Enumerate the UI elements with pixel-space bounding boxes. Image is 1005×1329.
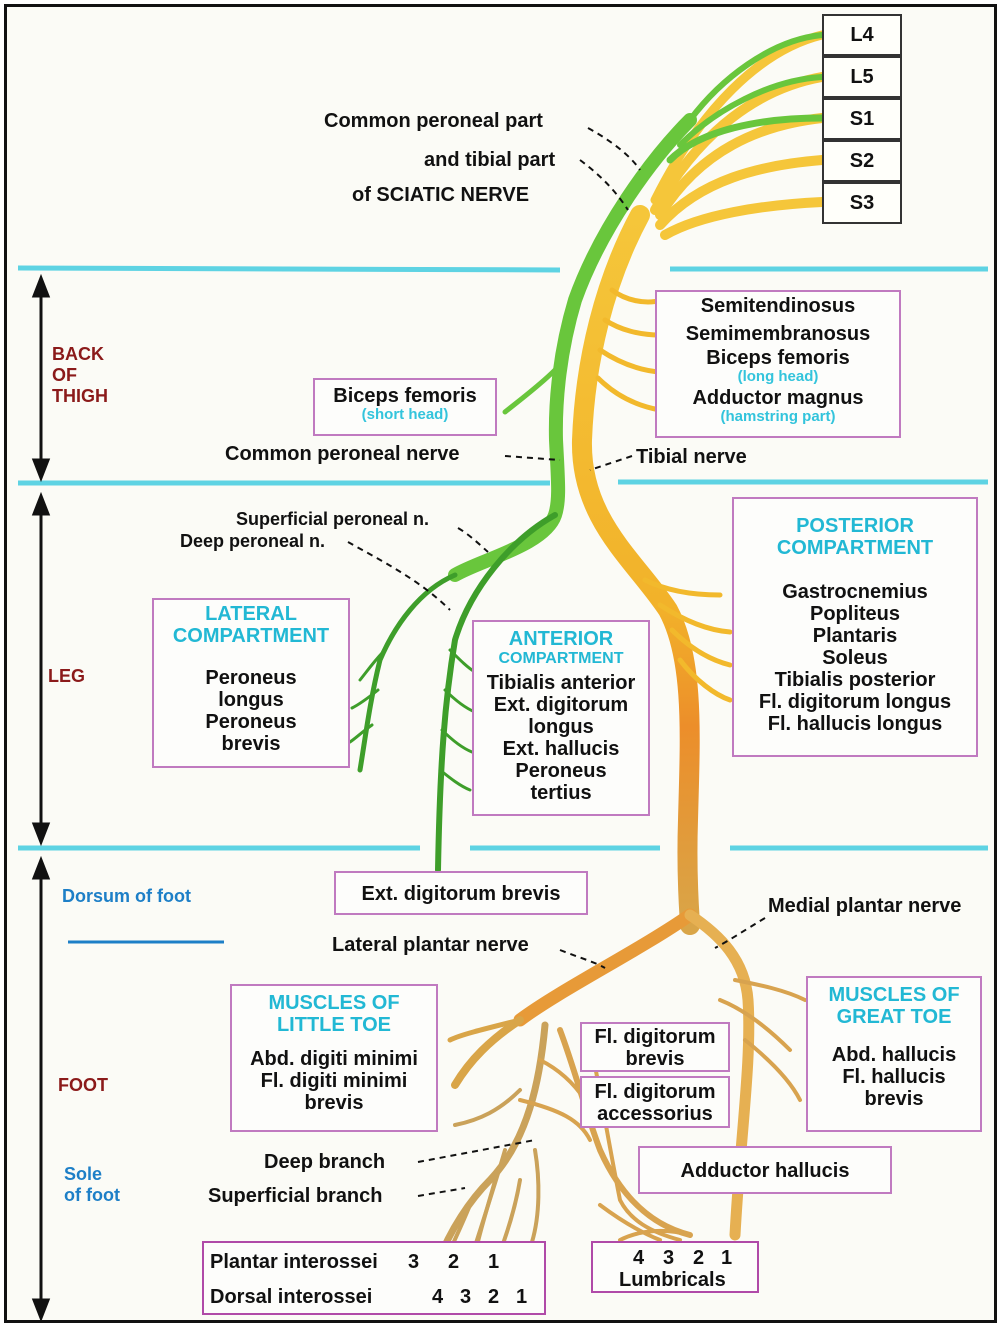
posterior-muscle-5: Tibialis posterior (734, 669, 976, 691)
lateral-muscle-4: brevis (154, 733, 348, 755)
region-sole-of-foot: Sole of foot (64, 1164, 120, 1206)
fl-digitorum-brevis-line1: Fl. digitorum (582, 1026, 728, 1048)
region-foot: FOOT (58, 1075, 108, 1096)
lateral-muscle-2: longus (154, 689, 348, 711)
dorsal-interossei-num-1: 1 (516, 1286, 527, 1308)
little-toe-muscle-3: brevis (232, 1092, 436, 1114)
anterior-muscle-4: Ext. hallucis (474, 738, 648, 760)
interossei-box: Plantar interossei 3 2 1 Dorsal inteross… (202, 1241, 546, 1315)
great-toe-box: MUSCLES OF GREAT TOE Abd. hallucis Fl. h… (806, 976, 982, 1132)
little-toe-title-line2: LITTLE TOE (232, 1014, 436, 1036)
posterior-title-line2: COMPARTMENT (734, 537, 976, 559)
lumbricals-box: 4 3 2 1 Lumbricals (591, 1241, 759, 1293)
label-deep-branch: Deep branch (264, 1151, 385, 1173)
posterior-title-line1: POSTERIOR (734, 515, 976, 537)
label-tibial-nerve: Tibial nerve (636, 446, 747, 468)
label-deep-peroneal: Deep peroneal n. (180, 530, 325, 552)
dorsal-interossei-num-3: 3 (460, 1286, 471, 1308)
thigh-muscles-box: Semitendinosus Semimembranosus Biceps fe… (655, 290, 901, 438)
region-back-of-thigh: BACK OF THIGH (52, 344, 108, 407)
ext-digitorum-brevis-box: Ext. digitorum brevis (334, 871, 588, 915)
dorsal-interossei-num-2: 2 (488, 1286, 499, 1308)
label-superficial-peroneal: Superficial peroneal n. (236, 508, 429, 530)
dorsal-interossei-num-4: 4 (432, 1286, 443, 1308)
posterior-muscle-3: Plantaris (734, 625, 976, 647)
posterior-muscle-4: Soleus (734, 647, 976, 669)
little-toe-box: MUSCLES OF LITTLE TOE Abd. digiti minimi… (230, 984, 438, 1132)
anterior-muscle-6: tertius (474, 782, 648, 804)
ext-digitorum-brevis-label: Ext. digitorum brevis (336, 883, 586, 905)
lumbrical-num-1: 1 (721, 1247, 732, 1269)
root-s3: S3 (822, 182, 902, 224)
lateral-title-line1: LATERAL (154, 603, 348, 625)
root-l4: L4 (822, 14, 902, 56)
lumbricals-label: Lumbricals (619, 1269, 726, 1291)
adductor-hallucis-box: Adductor hallucis (638, 1146, 892, 1194)
plantar-interossei-label: Plantar interossei (210, 1251, 378, 1273)
little-toe-muscle-2: Fl. digiti minimi (232, 1070, 436, 1092)
fl-digitorum-brevis-line2: brevis (582, 1048, 728, 1070)
sciatic-label-line2: and tibial part (424, 149, 555, 171)
root-l5: L5 (822, 56, 902, 98)
anterior-title-line2: COMPARTMENT (474, 650, 648, 668)
fl-digitorum-accessorius-line1: Fl. digitorum (582, 1081, 728, 1103)
anterior-compartment-box: ANTERIOR COMPARTMENT Tibialis anterior E… (472, 620, 650, 816)
muscle-semitendinosus: Semitendinosus (657, 295, 899, 317)
little-toe-title-line1: MUSCLES OF (232, 992, 436, 1014)
sciatic-label-line3: of SCIATIC NERVE (352, 184, 529, 206)
great-toe-title-line1: MUSCLES OF (808, 984, 980, 1006)
lumbrical-num-2: 2 (693, 1247, 704, 1269)
root-s2: S2 (822, 140, 902, 182)
anterior-muscle-1: Tibialis anterior (474, 672, 648, 694)
lateral-muscle-1: Peroneus (154, 667, 348, 689)
posterior-muscle-1: Gastrocnemius (734, 581, 976, 603)
muscle-biceps-femoris: Biceps femoris (657, 347, 899, 369)
posterior-muscle-2: Popliteus (734, 603, 976, 625)
fl-digitorum-brevis-box: Fl. digitorum brevis (580, 1022, 730, 1072)
region-leg: LEG (48, 666, 85, 687)
muscle-semimembranosus: Semimembranosus (657, 323, 899, 345)
band-top-left (18, 268, 560, 270)
label-common-peroneal-nerve: Common peroneal nerve (225, 443, 460, 465)
little-toe-muscle-1: Abd. digiti minimi (232, 1048, 436, 1070)
great-toe-muscle-3: brevis (808, 1088, 980, 1110)
posterior-muscle-6: Fl. digitorum longus (734, 691, 976, 713)
biceps-short-note: (short head) (315, 407, 495, 423)
lateral-muscle-3: Peroneus (154, 711, 348, 733)
plantar-interossei-num-3: 3 (408, 1251, 419, 1273)
region-dorsum-of-foot: Dorsum of foot (62, 886, 191, 907)
anterior-title-line1: ANTERIOR (474, 628, 648, 650)
posterior-compartment-box: POSTERIOR COMPARTMENT Gastrocnemius Popl… (732, 497, 978, 757)
adductor-hallucis-label: Adductor hallucis (640, 1160, 890, 1182)
anterior-muscle-3: longus (474, 716, 648, 738)
anterior-muscle-5: Peroneus (474, 760, 648, 782)
lumbrical-num-4: 4 (633, 1247, 644, 1269)
biceps-long-head-note: (long head) (657, 369, 899, 385)
label-lateral-plantar-nerve: Lateral plantar nerve (332, 934, 529, 956)
lateral-compartment-box: LATERAL COMPARTMENT Peroneus longus Pero… (152, 598, 350, 768)
posterior-muscle-7: Fl. hallucis longus (734, 713, 976, 735)
great-toe-muscle-1: Abd. hallucis (808, 1044, 980, 1066)
biceps-short-head-box: Biceps femoris (short head) (313, 378, 497, 436)
fl-digitorum-accessorius-line2: accessorius (582, 1103, 728, 1125)
adductor-hamstring-note: (hamstring part) (657, 409, 899, 425)
great-toe-muscle-2: Fl. hallucis (808, 1066, 980, 1088)
lateral-title-line2: COMPARTMENT (154, 625, 348, 647)
plantar-interossei-num-2: 2 (448, 1251, 459, 1273)
dorsal-interossei-label: Dorsal interossei (210, 1286, 372, 1308)
anterior-muscle-2: Ext. digitorum (474, 694, 648, 716)
fl-digitorum-accessorius-box: Fl. digitorum accessorius (580, 1076, 730, 1128)
sciatic-label-line1: Common peroneal part (324, 110, 543, 132)
region-arrows (34, 278, 48, 1318)
muscle-adductor-magnus: Adductor magnus (657, 387, 899, 409)
biceps-short-title: Biceps femoris (315, 385, 495, 407)
label-superficial-branch: Superficial branch (208, 1185, 383, 1207)
great-toe-title-line2: GREAT TOE (808, 1006, 980, 1028)
plantar-interossei-num-1: 1 (488, 1251, 499, 1273)
lumbrical-num-3: 3 (663, 1247, 674, 1269)
root-s1: S1 (822, 98, 902, 140)
label-medial-plantar-nerve: Medial plantar nerve (768, 895, 961, 917)
